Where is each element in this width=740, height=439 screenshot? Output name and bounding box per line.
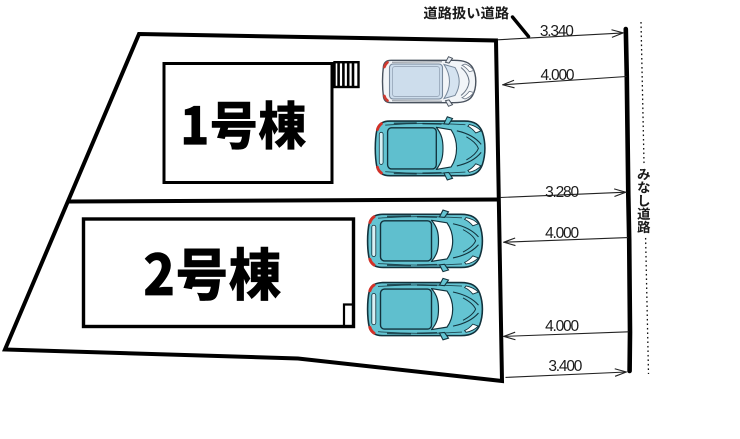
- building-2-entrance-notch: [342, 303, 355, 327]
- road-boundary-line: [623, 26, 633, 374]
- building-1-entrance-hatch: [333, 61, 360, 89]
- dimension-label-1: 3.340: [539, 22, 574, 40]
- dimension-lines: [497, 33, 629, 378]
- road-label-pointer-line: [510, 15, 531, 39]
- dimension-label-5: 4.000: [545, 317, 579, 335]
- dimension-line-3: [500, 192, 626, 199]
- car-2-teal: [373, 115, 487, 182]
- dimension-label-3: 3.280: [545, 183, 579, 201]
- dimension-label-2: 4.000: [540, 67, 575, 85]
- car-1-white: [381, 55, 478, 108]
- dimension-line-5: [504, 331, 629, 337]
- dimension-label-4: 4.000: [545, 225, 579, 243]
- car-3-teal: [366, 208, 484, 274]
- dimension-line-4: [504, 237, 629, 243]
- building-2-label-glyphs: [144, 246, 281, 301]
- road-right-label-glyphs: [635, 165, 653, 236]
- dimension-line-6: [505, 372, 627, 378]
- lot-divider-line: [67, 197, 501, 204]
- dimension-line-2: [503, 75, 627, 85]
- building-1-label-glyphs: [183, 100, 307, 150]
- dimension-line-1: [497, 33, 624, 41]
- road-top-label-glyphs: [423, 6, 509, 20]
- dimension-label-6: 3.400: [548, 358, 582, 376]
- car-4-teal: [366, 276, 484, 342]
